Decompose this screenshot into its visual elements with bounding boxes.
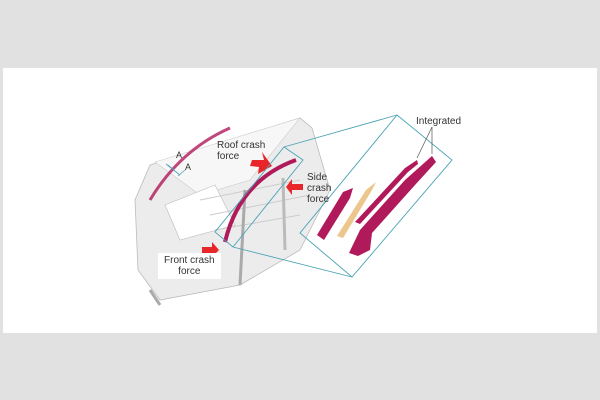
section-a-marker — [165, 163, 186, 177]
a-pillar-left — [148, 126, 231, 201]
part-roof-rail — [349, 156, 436, 256]
integrated-pointer — [416, 126, 433, 159]
part-reinforcement — [337, 182, 376, 238]
section-a-label-1: A — [176, 150, 183, 160]
side-force-arrow — [286, 179, 303, 195]
a-pillar-right — [223, 158, 297, 243]
part-inner-pillar — [355, 160, 418, 224]
exploded-parts — [317, 156, 436, 256]
integrated-label: Integrated — [416, 116, 462, 127]
callout — [214, 114, 453, 278]
section-a-label-2: A — [185, 162, 192, 172]
part-outer-pillar — [317, 188, 353, 240]
